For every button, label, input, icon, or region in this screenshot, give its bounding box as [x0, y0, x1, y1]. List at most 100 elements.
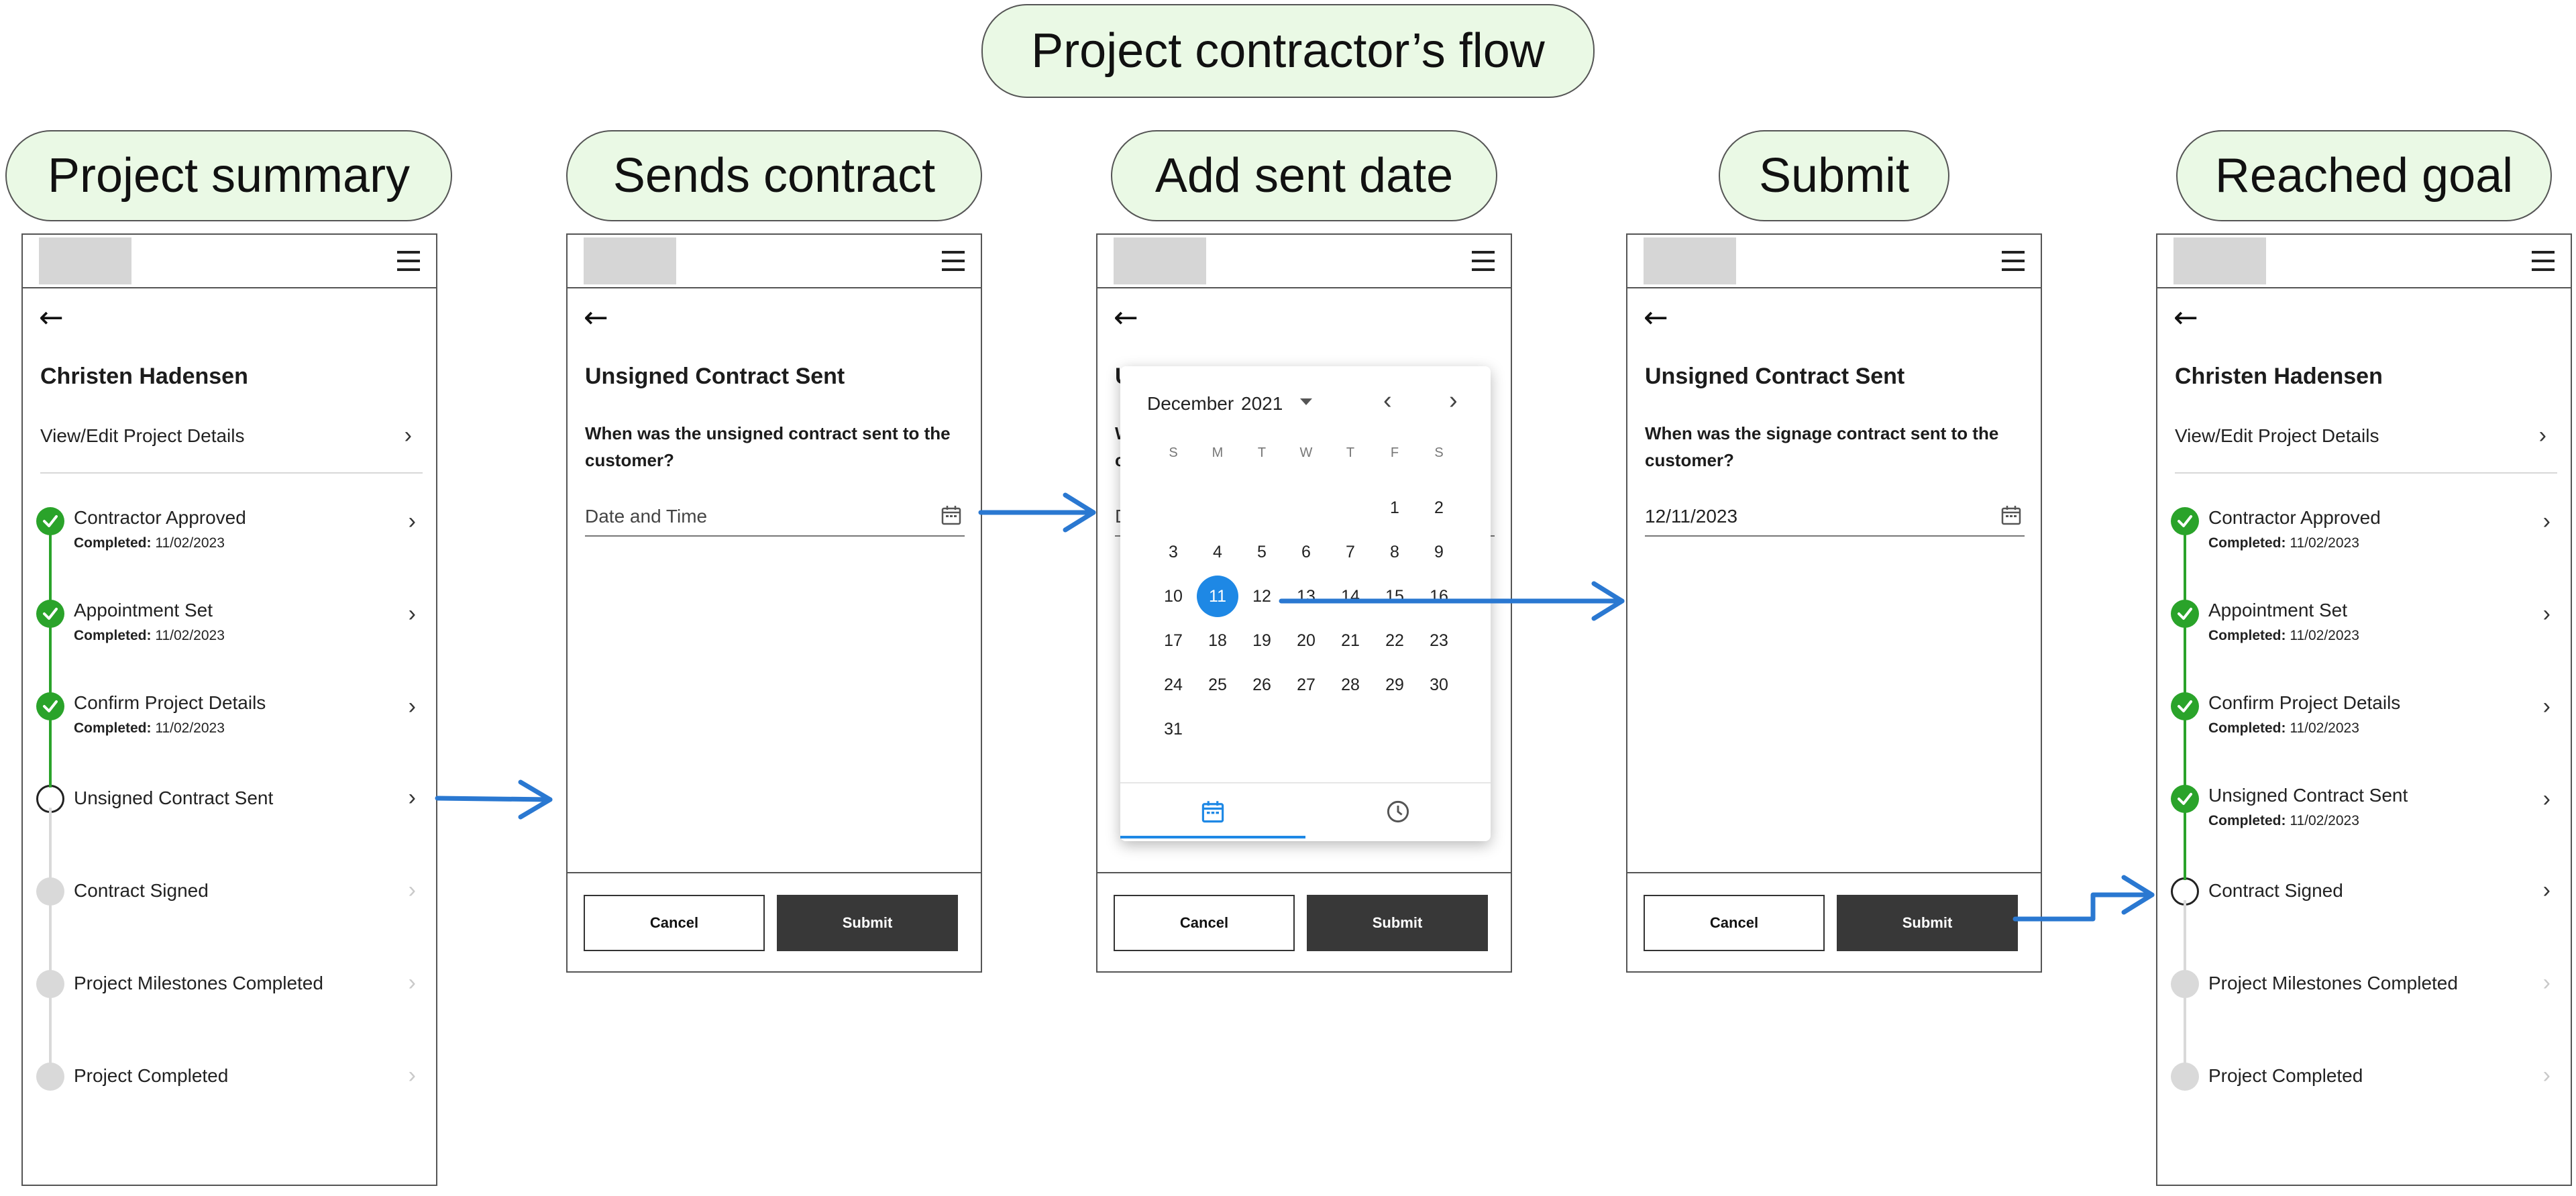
- cancel-button[interactable]: Cancel: [1114, 895, 1295, 951]
- completed-label: Completed:: [74, 535, 152, 551]
- timeline-connector: [2184, 808, 2186, 880]
- calendar-day[interactable]: 26: [1252, 675, 1271, 694]
- back-arrow-icon[interactable]: ←: [584, 301, 608, 335]
- next-month-icon[interactable]: ›: [1449, 386, 1458, 415]
- screen-project-summary: ← Christen Hadensen View/Edit Project De…: [21, 233, 437, 1186]
- step-label: Contractor Approved: [2208, 507, 2381, 528]
- year-dropdown-icon[interactable]: [1300, 398, 1312, 405]
- calendar-day[interactable]: 28: [1341, 675, 1360, 694]
- divider: [40, 472, 423, 474]
- menu-icon[interactable]: [2532, 251, 2555, 271]
- progress-step: Project Completed›: [36, 1058, 425, 1112]
- calendar-day[interactable]: 29: [1385, 675, 1404, 694]
- calendar-day[interactable]: 23: [1430, 631, 1448, 650]
- chevron-right-icon: ›: [404, 423, 412, 448]
- divider: [2175, 472, 2557, 474]
- back-arrow-icon[interactable]: ←: [1644, 301, 1668, 335]
- calendar-day[interactable]: 6: [1301, 543, 1311, 561]
- view-edit-project-link[interactable]: View/Edit Project Details ›: [40, 423, 423, 452]
- back-arrow-icon[interactable]: ←: [2174, 301, 2198, 335]
- calendar-day[interactable]: 27: [1297, 675, 1316, 694]
- completed-label: Completed:: [74, 628, 152, 643]
- flow-arrow-2: [978, 492, 1096, 533]
- completed-label: Completed:: [2208, 720, 2286, 736]
- view-edit-project-link[interactable]: View/Edit Project Details ›: [2175, 423, 2557, 452]
- calendar-day[interactable]: 17: [1164, 631, 1183, 650]
- weekday-label: S: [1434, 445, 1444, 460]
- calendar-day[interactable]: 25: [1208, 675, 1227, 694]
- stage-label-add-sent-date: Add sent date: [1111, 130, 1497, 221]
- completed-label: Completed:: [2208, 813, 2286, 828]
- selected-day[interactable]: 11: [1197, 576, 1238, 617]
- chevron-right-icon: ›: [2542, 601, 2551, 627]
- timeline-connector: [2184, 900, 2186, 973]
- menu-icon[interactable]: [1472, 251, 1495, 271]
- calendar-day[interactable]: 30: [1430, 675, 1448, 694]
- form-title: Unsigned Contract Sent: [585, 364, 845, 389]
- menu-icon[interactable]: [397, 251, 420, 271]
- calendar-day[interactable]: 12: [1252, 587, 1271, 606]
- calendar-day[interactable]: 7: [1346, 543, 1355, 561]
- form-question: When was the unsigned contract sent to t…: [585, 423, 951, 470]
- calendar-day[interactable]: 31: [1164, 720, 1183, 739]
- stage-label-project-summary: Project summary: [5, 130, 452, 221]
- cancel-button[interactable]: Cancel: [584, 895, 765, 951]
- calendar-icon[interactable]: [941, 504, 962, 526]
- calendar-day[interactable]: 9: [1434, 543, 1444, 561]
- back-arrow-icon[interactable]: ←: [1114, 301, 1138, 335]
- step-label: Project Milestones Completed: [74, 973, 323, 993]
- logo-placeholder: [1114, 237, 1206, 284]
- calendar-day[interactable]: 18: [1208, 631, 1227, 650]
- prev-month-icon[interactable]: ‹: [1383, 386, 1392, 415]
- submit-button[interactable]: Submit: [777, 895, 958, 951]
- calendar-day[interactable]: 3: [1169, 543, 1178, 561]
- calendar-day[interactable]: 21: [1341, 631, 1360, 650]
- weekday-label: T: [1346, 445, 1355, 460]
- calendar-day[interactable]: 5: [1257, 543, 1267, 561]
- calendar-day[interactable]: 8: [1390, 543, 1399, 561]
- date-value: 12/11/2023: [1645, 506, 1738, 527]
- view-edit-label: View/Edit Project Details: [2175, 425, 2379, 446]
- picker-month: December: [1147, 393, 1234, 414]
- back-arrow-icon[interactable]: ←: [39, 301, 64, 335]
- clock-tab-icon[interactable]: [1386, 800, 1410, 824]
- submit-button[interactable]: Submit: [1837, 895, 2018, 951]
- progress-step[interactable]: Contract Signed›: [2171, 873, 2560, 927]
- timeline-connector: [49, 993, 52, 1065]
- timeline-connector: [2184, 715, 2186, 787]
- calendar-tab-icon[interactable]: [1201, 800, 1225, 824]
- calendar-icon[interactable]: [2000, 504, 2022, 526]
- calendar-day[interactable]: 10: [1164, 587, 1183, 606]
- form-title: Unsigned Contract Sent: [1645, 364, 1905, 389]
- check-circle-icon: [36, 692, 64, 720]
- submit-button[interactable]: Submit: [1307, 895, 1488, 951]
- weekday-label: S: [1169, 445, 1178, 460]
- step-completed-date: Completed: 11/02/2023: [74, 628, 225, 644]
- action-footer: Cancel Submit: [1627, 872, 2041, 971]
- chevron-right-icon: ›: [2542, 786, 2551, 812]
- view-edit-label: View/Edit Project Details: [40, 425, 245, 446]
- calendar-day[interactable]: 4: [1213, 543, 1222, 561]
- date-time-input[interactable]: 12/11/2023: [1645, 502, 2025, 537]
- active-tab-indicator: [1120, 836, 1305, 838]
- date-time-input[interactable]: Date and Time: [585, 502, 965, 537]
- calendar-day[interactable]: 24: [1164, 675, 1183, 694]
- menu-icon[interactable]: [942, 251, 965, 271]
- step-completed-date: Completed: 11/02/2023: [2208, 628, 2359, 644]
- timeline-connector: [49, 715, 52, 787]
- calendar-day[interactable]: 2: [1434, 498, 1444, 517]
- step-label: Contract Signed: [74, 880, 209, 901]
- calendar-day[interactable]: 1: [1390, 498, 1399, 517]
- completed-date: 11/02/2023: [2286, 813, 2359, 828]
- cancel-button[interactable]: Cancel: [1644, 895, 1825, 951]
- menu-icon[interactable]: [2002, 251, 2025, 271]
- calendar-day[interactable]: 19: [1252, 631, 1271, 650]
- action-footer: Cancel Submit: [1097, 872, 1511, 971]
- calendar-day[interactable]: 22: [1385, 631, 1404, 650]
- calendar-day[interactable]: 20: [1297, 631, 1316, 650]
